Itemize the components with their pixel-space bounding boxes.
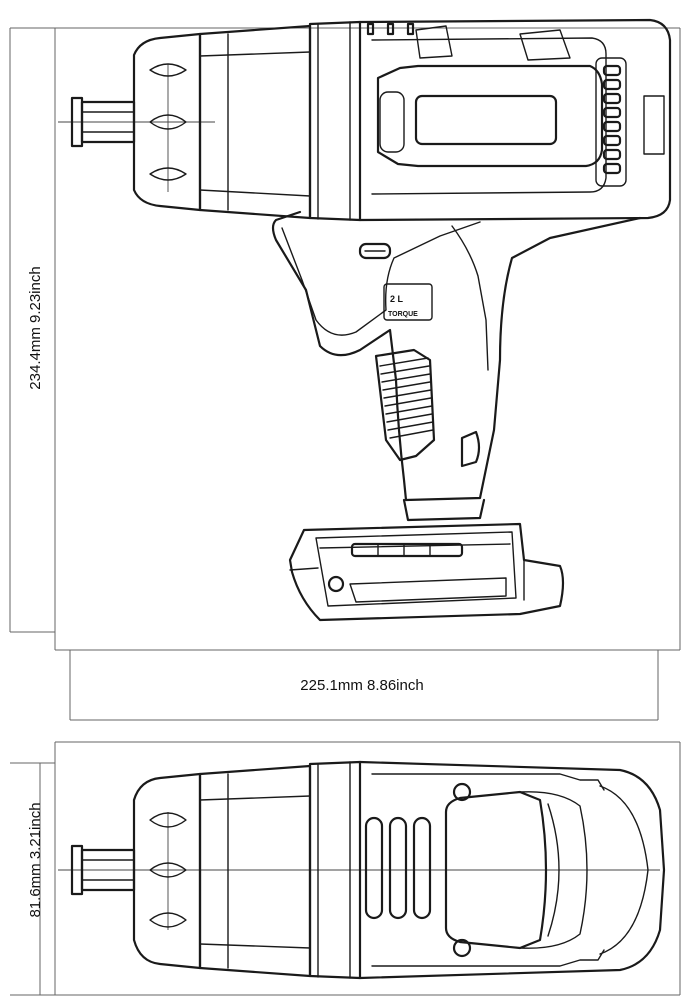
- length-dimension-label: 225.1mm 8.86inch: [300, 677, 423, 694]
- handle-grip: [271, 210, 642, 502]
- grip-texture: [374, 348, 481, 468]
- top-view-dimension-frame: [10, 741, 681, 996]
- top-hammer-case: [132, 772, 202, 970]
- side-view: 2 L TORQUE 234.4mm 9.23inch 225.1mm 8.86…: [9, 18, 681, 721]
- top-rear-cap: [444, 785, 649, 955]
- top-display-panel: [376, 64, 604, 168]
- led-indicator-column: [595, 57, 665, 187]
- motor-housing: [198, 18, 672, 222]
- side-view-dimension-frame: [9, 27, 681, 721]
- top-view: 81.6mm 3.21inch: [10, 741, 681, 996]
- width-dimension-label: 81.6mm 3.21inch: [27, 802, 44, 917]
- torque-label: TORQUE: [388, 311, 418, 318]
- height-dimension-label: 234.4mm 9.23inch: [27, 266, 44, 389]
- top-vent-ribs: [364, 816, 432, 920]
- top-housing: [198, 760, 666, 980]
- speed-label: 2 L: [390, 294, 404, 304]
- battery-mount-base: [288, 498, 565, 622]
- mode-label-plate: 2 L TORQUE: [383, 283, 433, 321]
